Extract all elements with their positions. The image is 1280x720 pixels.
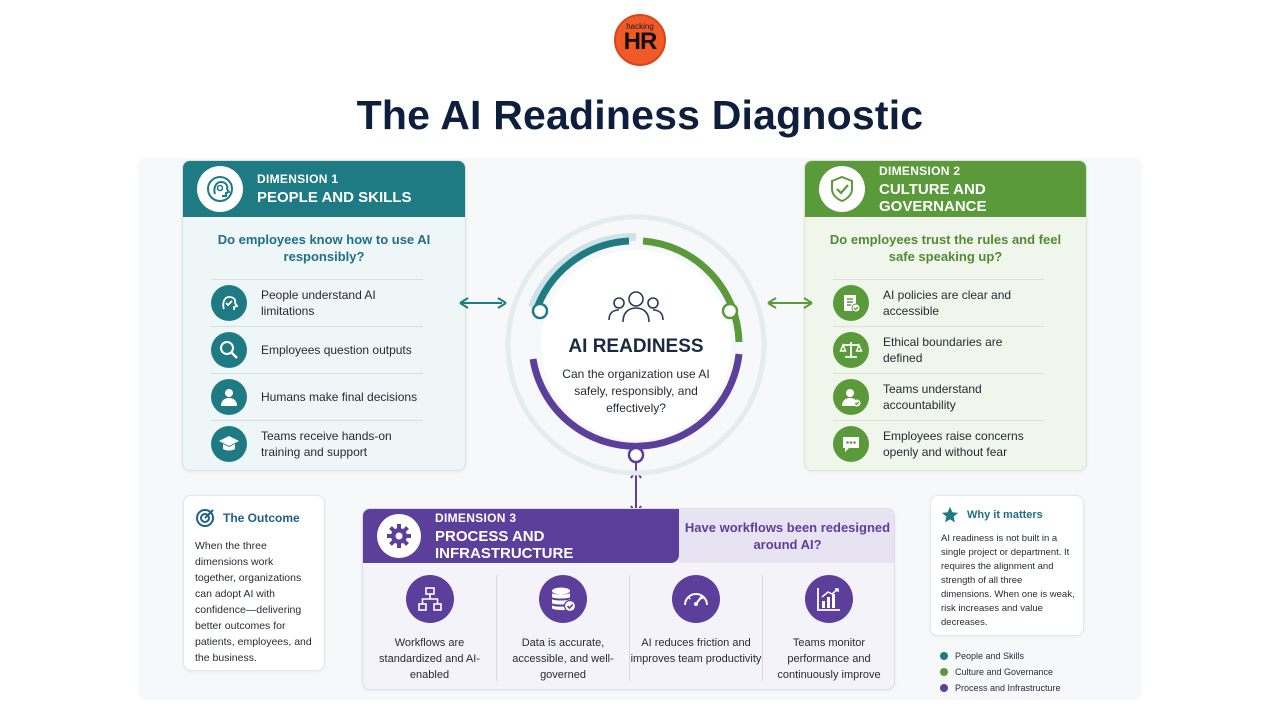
dimension-2-name: CULTURE AND GOVERNANCE xyxy=(879,180,987,215)
logo-small-text: hacking xyxy=(626,22,654,31)
workflow-icon xyxy=(405,575,454,623)
outcome-body: When the three dimensions work together,… xyxy=(195,540,312,664)
legend: People and Skills Culture and Governance… xyxy=(940,648,1061,696)
legend-item: Culture and Governance xyxy=(940,664,1061,680)
outcome-box: The Outcome When the three dimensions wo… xyxy=(183,495,325,671)
dimension-2-number: DIMENSION 2 xyxy=(879,163,961,178)
why-title: Why it matters xyxy=(967,509,1043,521)
list-item: Ethical boundaries are defined xyxy=(833,326,1044,373)
head-brain-icon xyxy=(197,166,243,212)
item-label: Data is accurate, accessible, and well-g… xyxy=(512,637,614,681)
outcome-title: The Outcome xyxy=(223,511,300,525)
item-label: Workflows are standardized and AI-enable… xyxy=(379,637,480,681)
dimension-3-card: DIMENSION 3 PROCESS AND INFRASTRUCTURE H… xyxy=(362,508,895,690)
why-body: AI readiness is not built in a single pr… xyxy=(941,533,1075,628)
item-label: People understand AI limitations xyxy=(261,288,376,318)
legend-label: Culture and Governance xyxy=(955,667,1054,677)
person-check-icon xyxy=(833,379,869,415)
dimension-3-number: DIMENSION 3 xyxy=(435,510,517,525)
item-label: Employees question outputs xyxy=(261,343,412,357)
connector-dimension-3 xyxy=(635,462,637,510)
dimension-3-list: Workflows are standardized and AI-enable… xyxy=(363,575,894,681)
connector-arrows-right xyxy=(767,297,813,309)
graduation-cap-icon xyxy=(211,426,247,462)
connector-dimension-1 xyxy=(462,302,502,304)
item-label: Ethical boundaries are defined xyxy=(883,335,1003,365)
hub-title: AI READINESS xyxy=(568,336,704,357)
dimension-3-name: PROCESS AND INFRASTRUCTURE xyxy=(435,527,574,562)
dimension-1-name: PEOPLE AND SKILLS xyxy=(257,189,412,206)
database-check-icon xyxy=(539,575,587,623)
connector-arrows-left xyxy=(459,297,507,309)
dimension-3-header: DIMENSION 3 PROCESS AND INFRASTRUCTURE xyxy=(363,509,679,563)
item-label: Humans make final decisions xyxy=(261,390,418,404)
legend-swatch xyxy=(940,668,948,676)
page-title: The AI Readiness Diagnostic xyxy=(356,92,924,138)
dimension-1-number: DIMENSION 1 xyxy=(257,172,339,186)
list-item: AI reduces friction and improves team pr… xyxy=(629,575,762,681)
legend-item: Process and Infrastructure xyxy=(940,680,1061,696)
item-label: Teams understand accountability xyxy=(883,382,982,412)
dimension-2-card: DIMENSION 2 CULTURE AND GOVERNANCE Do em… xyxy=(804,160,1087,471)
list-item: People understand AI limitations xyxy=(211,279,423,326)
list-item: Teams receive hands-on training and supp… xyxy=(211,420,423,467)
magnifier-icon xyxy=(211,332,247,368)
logo-big-text: HR xyxy=(623,28,658,55)
item-label: AI policies are clear and accessible xyxy=(883,288,1012,318)
list-item: Teams monitor performance and continuous… xyxy=(762,575,894,681)
legend-item: People and Skills xyxy=(940,648,1061,664)
policy-document-icon xyxy=(833,285,869,321)
list-item: Humans make final decisions xyxy=(211,373,423,420)
target-icon xyxy=(196,509,214,527)
gauge-icon xyxy=(672,575,720,623)
shield-check-icon xyxy=(819,166,865,212)
hub-rings xyxy=(505,214,767,476)
ai-readiness-hub: AI READINESS Can the organization use AI… xyxy=(505,214,767,476)
dimension-1-card: DIMENSION 1 PEOPLE AND SKILLS Do employe… xyxy=(182,160,466,471)
people-group-icon xyxy=(608,291,664,323)
dimension-1-question: Do employees know how to use AI responsi… xyxy=(217,232,431,264)
star-icon xyxy=(941,506,959,523)
speech-bubble-icon xyxy=(833,426,869,462)
item-label: Teams receive hands-on training and supp… xyxy=(261,429,392,459)
list-item: Workflows are standardized and AI-enable… xyxy=(363,575,496,681)
dimension-2-question: Do employees trust the rules and feel sa… xyxy=(829,232,1062,264)
list-item: Employees raise concerns openly and with… xyxy=(833,420,1044,467)
item-label: Teams monitor performance and continuous… xyxy=(777,637,881,681)
list-item: Employees question outputs xyxy=(211,326,423,373)
dimension-1-list: People understand AI limitations Employe… xyxy=(211,279,423,467)
list-item: Teams understand accountability xyxy=(833,373,1044,420)
connector-dimension-2 xyxy=(770,302,810,304)
person-icon xyxy=(211,379,247,415)
brain-check-icon xyxy=(211,285,247,321)
hackinghr-logo: hacking HR xyxy=(614,14,666,66)
legend-swatch xyxy=(940,652,948,660)
legend-swatch xyxy=(940,684,948,692)
gear-icon xyxy=(377,514,421,558)
dimension-2-list: AI policies are clear and accessible Eth… xyxy=(833,279,1044,467)
bar-chart-icon xyxy=(805,575,853,623)
item-label: AI reduces friction and improves team pr… xyxy=(630,637,762,665)
item-label: Employees raise concerns openly and with… xyxy=(883,429,1024,459)
why-it-matters-box: Why it matters AI readiness is not built… xyxy=(930,495,1084,636)
list-item: AI policies are clear and accessible xyxy=(833,279,1044,326)
legend-label: Process and Infrastructure xyxy=(955,683,1061,693)
legend-label: People and Skills xyxy=(955,651,1025,661)
dimension-1-header: DIMENSION 1 PEOPLE AND SKILLS xyxy=(183,161,465,217)
list-item: Data is accurate, accessible, and well-g… xyxy=(496,575,629,681)
hub-subtitle: Can the organization use AI safely, resp… xyxy=(562,367,710,415)
dimension-3-question: Have workflows been redesigned around AI… xyxy=(679,509,894,563)
scales-icon xyxy=(833,332,869,368)
dimension-2-header: DIMENSION 2 CULTURE AND GOVERNANCE xyxy=(805,161,1086,217)
